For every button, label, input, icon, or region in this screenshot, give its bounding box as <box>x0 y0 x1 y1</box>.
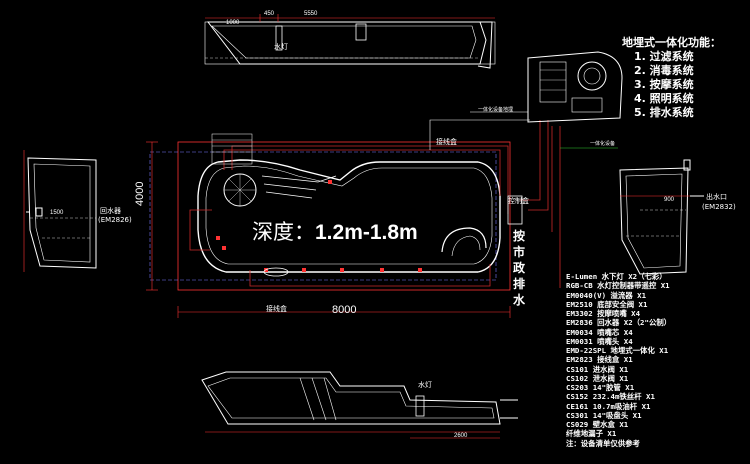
tag-return-water-left-code: (EM2826) <box>98 216 132 224</box>
vertical-char: 政 <box>512 261 525 275</box>
equipment-list-item: EM2510 底部安全阀 X1 <box>566 299 648 309</box>
tag-return-water-left: 回水器 <box>100 207 121 215</box>
depth-value: 1.2m-1.8m <box>315 221 418 244</box>
tag-water-light-top: 水灯 <box>274 43 288 51</box>
equipment-list-item: CS029 壁水盒 X1 <box>566 420 629 429</box>
tag-top-note: 一体化设备地埋 <box>478 107 514 113</box>
equipment-list-item: EM2823 接线盒 X1 <box>566 355 633 365</box>
depth-label: 深度：1.2m-1.8m <box>252 216 418 246</box>
equipment-list-item: 纤维地漏子 X1 <box>566 429 617 439</box>
dim-bottom-width: 2600 <box>454 433 468 439</box>
equipment-list-item: CS301 14"吸盘头 X1 <box>566 410 642 420</box>
dim-width: 4000 <box>134 181 146 206</box>
bottom-elevation-view <box>201 371 518 439</box>
function-item-1: 1. 过滤系统 <box>634 50 694 63</box>
equipment-list-item: CE161 10.7m吸油杆 X1 <box>566 401 651 411</box>
function-item-5: 5. 排水系统 <box>634 106 694 119</box>
tag-junction-top: 接线盒 <box>436 138 457 146</box>
function-item-2: 2. 消毒系统 <box>634 64 694 77</box>
equipment-list-item: EM2836 回水器 X2（2"公制） <box>566 318 672 328</box>
left-side-view <box>23 150 97 272</box>
equipment-list-item: RGB-CB 水灯控制器带遥控 X1 <box>566 281 670 291</box>
equipment-list-item: EM3302 按摩喷嘴 X4 <box>566 309 641 318</box>
dim-right-small: 900 <box>664 197 675 203</box>
function-item-4: 4. 照明系统 <box>634 92 694 105</box>
equipment-list-item: 注：设备清单仅供参考 <box>566 438 640 448</box>
equipment-detail <box>470 51 623 149</box>
equipment-list-item: EM0031 喷嘴头 X4 <box>566 336 633 346</box>
tag-control-box: 控制盒 <box>508 197 529 205</box>
function-title: 地埋式一体化功能： <box>622 36 721 49</box>
equipment-list-item: EMD-22SPL 地埋式一体化 X1 <box>566 346 669 355</box>
right-side-view <box>619 159 704 275</box>
equipment-list-item: CS203 14"胶管 X1 <box>566 383 635 392</box>
dim-top-small: 1000 <box>226 20 240 26</box>
equipment-list-item: EM0040(V) 溢流器 X1 <box>566 290 647 300</box>
vertical-drain-note: 按 市 政 排 水 <box>512 228 526 308</box>
tag-drain-right-code: (EM2832) <box>702 203 736 211</box>
plan-view <box>146 119 561 318</box>
function-item-3: 3. 按摩系统 <box>634 78 694 91</box>
equipment-list-item: CS102 泄水阀 X1 <box>566 373 629 383</box>
equipment-list-item: CS152 232.4m铁丝杆 X1 <box>566 392 655 402</box>
vertical-char: 排 <box>512 277 525 291</box>
vertical-char: 按 <box>512 229 525 243</box>
equipment-list-item: CS101 进水阀 X1 <box>566 364 629 374</box>
depth-prefix: 深度： <box>252 220 315 244</box>
tag-water-light-bottom: 水灯 <box>418 381 432 389</box>
vertical-char: 水 <box>512 293 525 307</box>
dim-length: 8000 <box>332 304 357 316</box>
equipment-list-item: EM0034 喷嘴芯 X4 <box>566 327 633 337</box>
dim-left-small: 1500 <box>50 210 64 216</box>
tag-right-note: 一体化设备 <box>590 141 616 147</box>
dim-top-width: 5550 <box>304 11 318 17</box>
dim-top-left: 450 <box>264 11 275 17</box>
tag-drain-right: 出水口 <box>706 193 727 201</box>
vertical-char: 市 <box>512 245 525 259</box>
tag-junction-bottom: 接线盒 <box>266 305 287 313</box>
top-elevation-view <box>204 14 496 69</box>
equipment-list-item: E-Lumen 水下灯 X2（七彩） <box>566 272 667 281</box>
